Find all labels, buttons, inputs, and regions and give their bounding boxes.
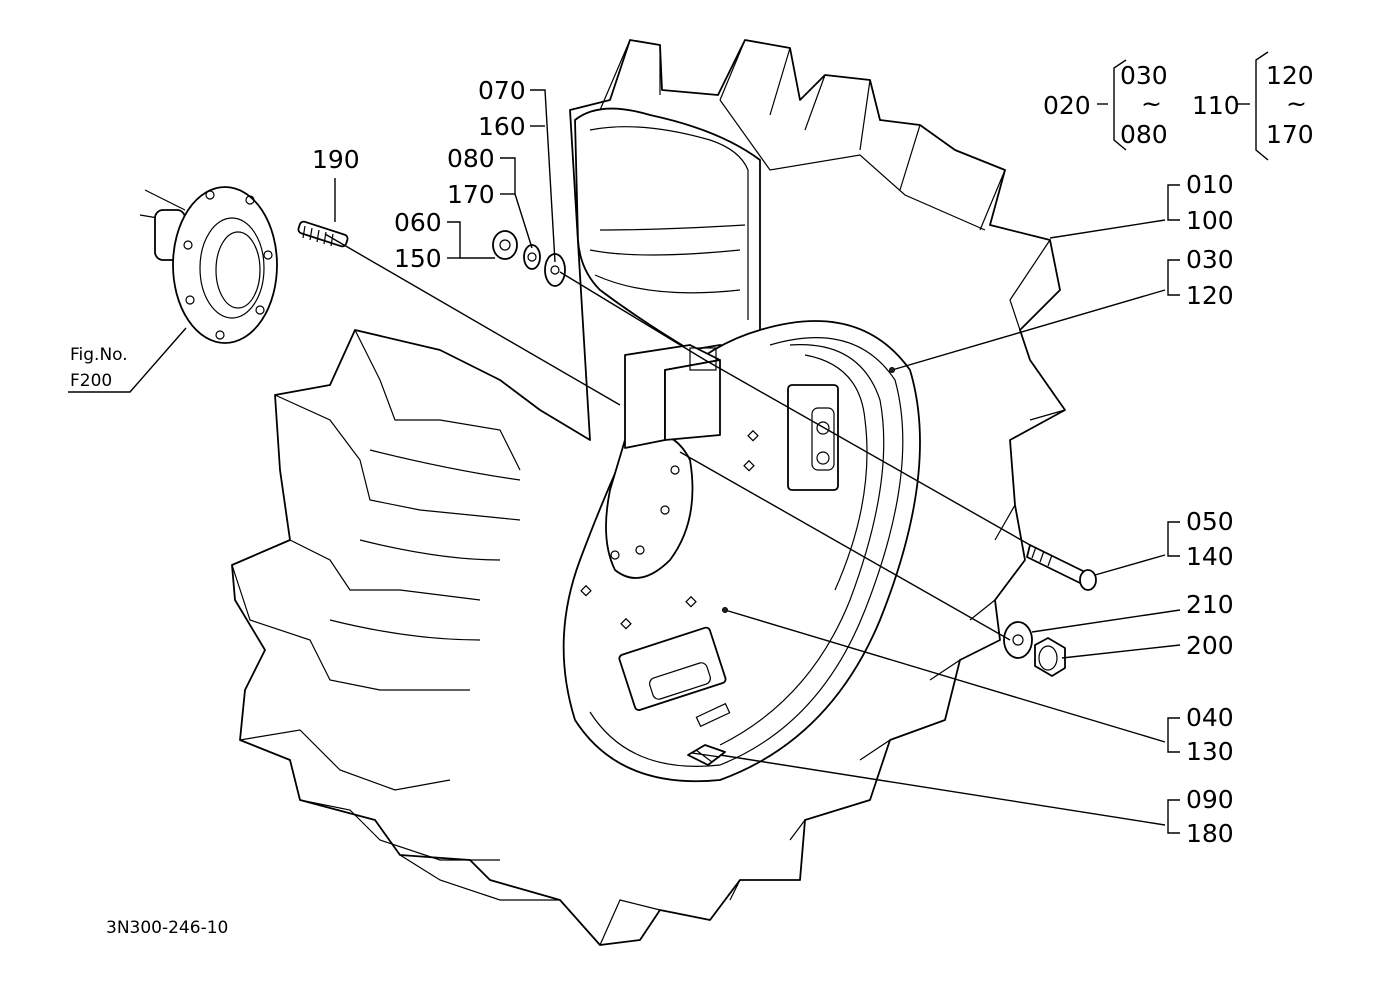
group-020-tilde: ~ <box>1141 89 1162 118</box>
group-110-tilde: ~ <box>1286 89 1307 118</box>
label-190: 190 <box>312 145 360 174</box>
label-030: 030 <box>1186 245 1234 274</box>
group-110-bottom: 170 <box>1266 120 1314 149</box>
fig-ref-line2: F200 <box>70 371 112 391</box>
leader-lines <box>68 51 1269 834</box>
label-180: 180 <box>1186 819 1234 848</box>
bracket <box>624 344 721 449</box>
group-020-top: 030 <box>1120 61 1168 90</box>
label-160: 160 <box>478 112 526 141</box>
group-110-main: 110 <box>1192 91 1240 120</box>
label-090: 090 <box>1186 785 1234 814</box>
label-080: 080 <box>447 144 495 173</box>
label-060: 060 <box>394 208 442 237</box>
label-210: 210 <box>1186 590 1234 619</box>
washer-and-nut <box>1003 621 1066 677</box>
group-110-top: 120 <box>1266 61 1314 90</box>
group-020-bottom: 080 <box>1120 120 1168 149</box>
fig-ref-line1: Fig.No. <box>70 345 128 365</box>
label-050: 050 <box>1186 507 1234 536</box>
label-170: 170 <box>447 180 495 209</box>
drawing-number: 3N300-246-10 <box>106 918 228 938</box>
label-130: 130 <box>1186 737 1234 766</box>
label-100: 100 <box>1186 206 1234 235</box>
bolt <box>1026 544 1097 591</box>
label-070: 070 <box>478 76 526 105</box>
hub-flange <box>139 186 278 344</box>
label-200: 200 <box>1186 631 1234 660</box>
label-010: 010 <box>1186 170 1234 199</box>
group-020-main: 020 <box>1043 91 1091 120</box>
label-040: 040 <box>1186 703 1234 732</box>
label-120: 120 <box>1186 281 1234 310</box>
label-150: 150 <box>394 244 442 273</box>
part-labels: 010 100 030 120 050 140 210 200 040 130 … <box>70 61 1314 938</box>
label-140: 140 <box>1186 542 1234 571</box>
